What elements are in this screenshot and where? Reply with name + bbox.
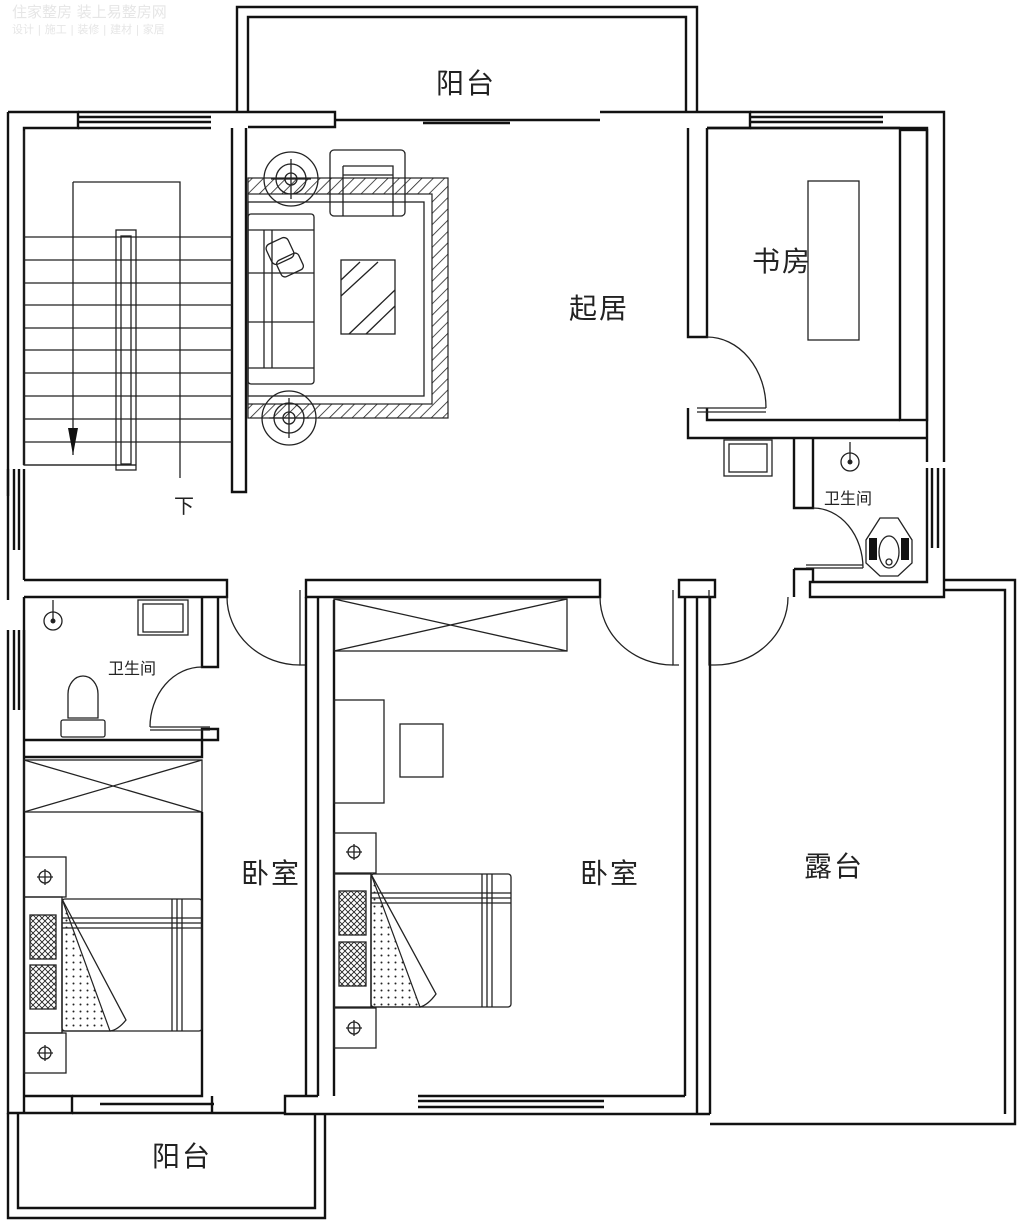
room-label-bath-right: 卫生间 (824, 489, 873, 508)
watermark-line1: 住家整房 装上易整房网 (12, 3, 167, 21)
balcony-top (235, 5, 699, 113)
cushion (265, 236, 305, 278)
room-label-bedroom-left: 卧室 (241, 857, 302, 890)
wardrobe (333, 598, 568, 652)
room-label-balcony-top: 阳台 (436, 67, 497, 100)
terrace (710, 578, 1017, 1126)
nightstand-top (23, 856, 67, 898)
dresser (333, 699, 385, 804)
stool (399, 723, 444, 778)
study-room (686, 126, 929, 440)
living-furniture (247, 149, 449, 446)
room-label-balcony-bottom: 阳台 (152, 1140, 213, 1173)
squat-toilet (865, 517, 913, 577)
lamp-bottom (261, 390, 317, 446)
room-label-terrace: 露台 (804, 850, 865, 883)
outer-walls (6, 110, 946, 600)
sink (723, 439, 773, 477)
room-label-bedroom-center: 卧室 (580, 857, 641, 890)
room-label-living: 起居 (569, 292, 630, 325)
armchair (329, 149, 406, 217)
wardrobe (23, 759, 203, 813)
stair-direction-arrow-icon (68, 428, 78, 455)
double-bed (23, 896, 203, 1034)
balcony-bottom (6, 1113, 327, 1220)
nightstand-bottom (23, 1032, 67, 1074)
desk (807, 180, 860, 341)
coffee-table (340, 259, 396, 335)
bedroom-left (23, 759, 285, 1115)
toilet (60, 675, 106, 738)
bedroom-center (333, 598, 568, 1049)
nightstand-bottom (333, 1007, 377, 1049)
nightstand-top (333, 832, 377, 874)
double-bed (333, 873, 512, 1008)
room-label-study: 书房 (752, 245, 813, 278)
stair-down-label: 下 (174, 494, 196, 518)
sink (137, 599, 189, 636)
watermark: 住家整房 装上易整房网 设计 | 施工 | 装修 | 建材 | 家居 (12, 4, 167, 38)
staircase (23, 128, 248, 494)
room-label-bath-left: 卫生间 (108, 659, 157, 678)
watermark-line2: 设计 | 施工 | 装修 | 建材 | 家居 (12, 23, 165, 36)
bath-right (723, 438, 913, 597)
lamp-top (263, 151, 319, 207)
